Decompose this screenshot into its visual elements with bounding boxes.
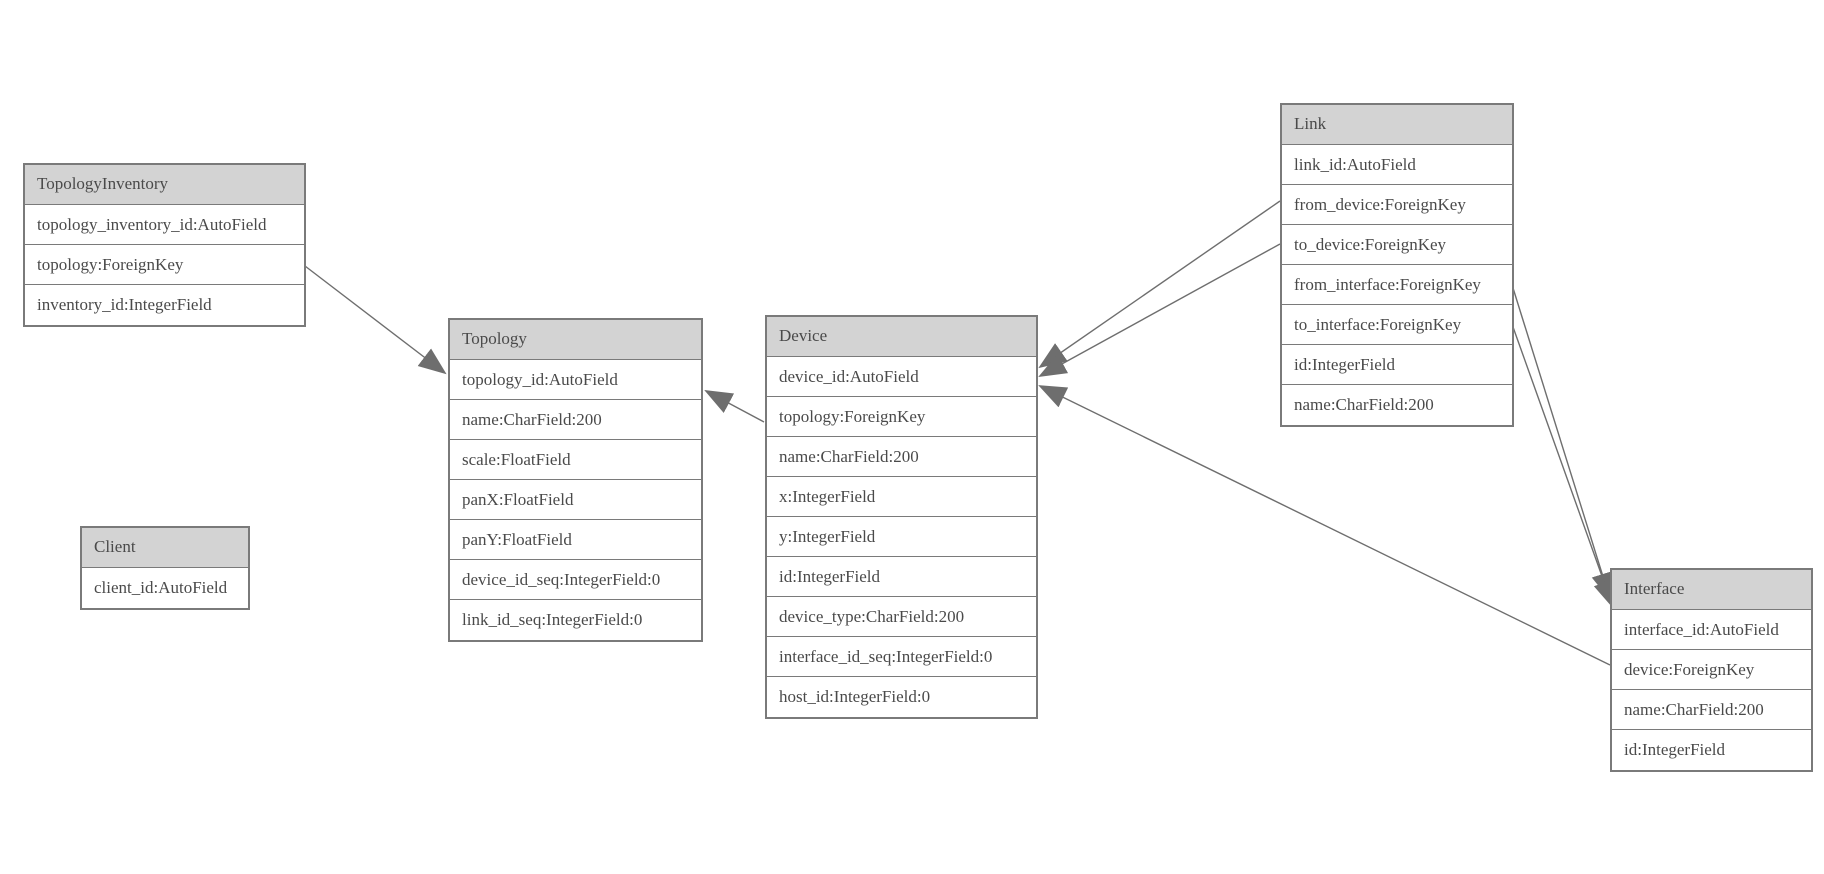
field-row: id:IntegerField xyxy=(1282,345,1512,385)
field-row: topology:ForeignKey xyxy=(767,397,1036,437)
field-row: topology:ForeignKey xyxy=(25,245,304,285)
entity-interface-title: Interface xyxy=(1612,570,1811,610)
entity-topology-inventory-title: TopologyInventory xyxy=(25,165,304,205)
field-row: link_id_seq:IntegerField:0 xyxy=(450,600,701,640)
edge-device-topology xyxy=(704,390,765,423)
field-row: from_interface:ForeignKey xyxy=(1282,265,1512,305)
field-row: device_type:CharField:200 xyxy=(767,597,1036,637)
field-row: device:ForeignKey xyxy=(1612,650,1811,690)
entity-client-fields: client_id:AutoField xyxy=(82,568,248,608)
field-row: scale:FloatField xyxy=(450,440,701,480)
entity-link-title: Link xyxy=(1282,105,1512,145)
edge-topologyinventory-topology xyxy=(304,265,447,375)
entity-topology-title: Topology xyxy=(450,320,701,360)
field-row: device_id_seq:IntegerField:0 xyxy=(450,560,701,600)
field-row: device_id:AutoField xyxy=(767,357,1036,397)
field-row: name:CharField:200 xyxy=(767,437,1036,477)
edge-link-tointerface-interface xyxy=(1512,326,1615,609)
field-row: host_id:IntegerField:0 xyxy=(767,677,1036,717)
edge-link-fromdevice-device xyxy=(1038,200,1281,369)
field-row: id:IntegerField xyxy=(767,557,1036,597)
field-row: link_id:AutoField xyxy=(1282,145,1512,185)
field-row: client_id:AutoField xyxy=(82,568,248,608)
field-row: topology_inventory_id:AutoField xyxy=(25,205,304,245)
field-row: inventory_id:IntegerField xyxy=(25,285,304,325)
field-row: panX:FloatField xyxy=(450,480,701,520)
entity-device-title: Device xyxy=(767,317,1036,357)
field-row: name:CharField:200 xyxy=(1282,385,1512,425)
field-row: y:IntegerField xyxy=(767,517,1036,557)
field-row: name:CharField:200 xyxy=(450,400,701,440)
field-row: interface_id:AutoField xyxy=(1612,610,1811,650)
field-row: name:CharField:200 xyxy=(1612,690,1811,730)
field-row: x:IntegerField xyxy=(767,477,1036,517)
edge-link-frominterface-interface xyxy=(1512,287,1613,601)
entity-topology-inventory: TopologyInventory topology_inventory_id:… xyxy=(23,163,306,327)
edge-interface-device xyxy=(1038,385,1611,666)
entity-client: Client client_id:AutoField xyxy=(80,526,250,610)
field-row: interface_id_seq:IntegerField:0 xyxy=(767,637,1036,677)
field-row: from_device:ForeignKey xyxy=(1282,185,1512,225)
field-row: id:IntegerField xyxy=(1612,730,1811,770)
edge-link-todevice-device xyxy=(1038,243,1281,377)
field-row: panY:FloatField xyxy=(450,520,701,560)
entity-client-title: Client xyxy=(82,528,248,568)
field-row: to_device:ForeignKey xyxy=(1282,225,1512,265)
field-row: topology_id:AutoField xyxy=(450,360,701,400)
field-row: to_interface:ForeignKey xyxy=(1282,305,1512,345)
